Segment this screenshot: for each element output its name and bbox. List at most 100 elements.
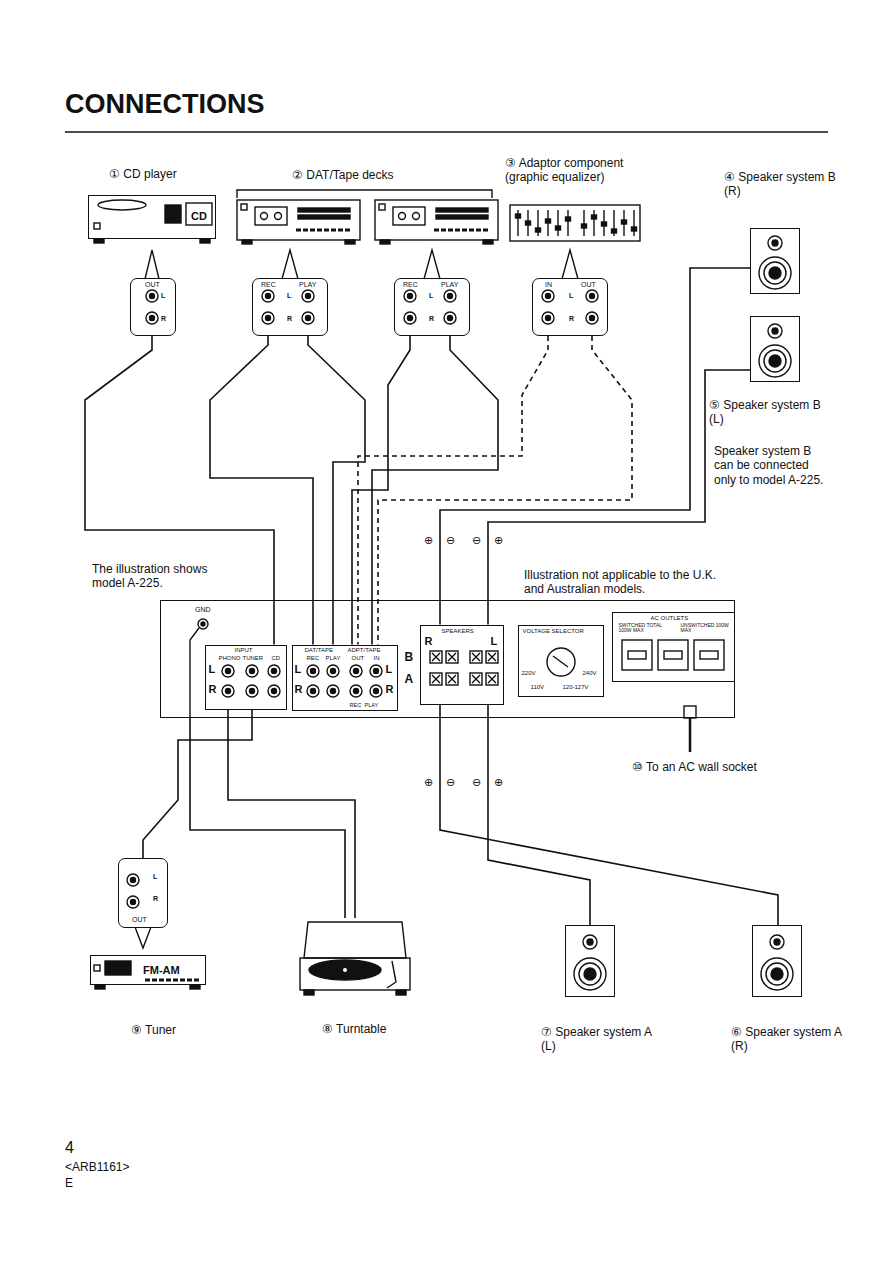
turntable-drawing bbox=[300, 958, 410, 990]
rca-jack bbox=[268, 685, 280, 697]
note-text: <ARB1161> bbox=[65, 1160, 130, 1174]
rca-jack bbox=[272, 669, 277, 674]
title-rule bbox=[65, 131, 828, 133]
speaker-terminal bbox=[486, 651, 498, 663]
cd-player-drawing bbox=[186, 203, 212, 225]
rca-jack bbox=[331, 669, 336, 674]
amplifier-detail bbox=[689, 718, 692, 752]
note-text: ② DAT/Tape decks bbox=[292, 168, 393, 182]
cable bbox=[85, 268, 778, 925]
speaker-drawing bbox=[574, 958, 606, 990]
callout-label: ⑧ Turntable bbox=[322, 1023, 386, 1037]
rca-jack bbox=[311, 689, 316, 694]
jack-label: PLAY bbox=[299, 281, 316, 289]
jack-panel: OUTLR bbox=[130, 278, 176, 336]
rca-jack bbox=[404, 312, 416, 324]
cable bbox=[358, 336, 548, 645]
polarity-sign: ⊖ bbox=[446, 776, 455, 789]
jack-label: OUT bbox=[145, 281, 160, 289]
graphic-equalizer bbox=[602, 222, 607, 226]
rca-jack bbox=[127, 290, 598, 908]
speaker-drawing bbox=[761, 958, 793, 990]
speaker-terminal bbox=[470, 651, 482, 663]
cd-player: ① CD playerCD bbox=[88, 195, 216, 239]
tuner-drawing bbox=[145, 979, 200, 982]
rca-jack bbox=[127, 896, 139, 908]
jack-label: R bbox=[287, 315, 292, 323]
turntable-drawing bbox=[300, 922, 410, 995]
speaker-terminals: SPEAKERSRLBA bbox=[420, 625, 504, 705]
rca-jack bbox=[586, 312, 598, 324]
rca-jack bbox=[246, 665, 258, 677]
turntable-drawing bbox=[343, 968, 347, 972]
polarity-sign: ⊖ bbox=[446, 534, 455, 547]
cable bbox=[440, 268, 750, 625]
speaker-terminal bbox=[488, 675, 496, 683]
amplifier-detail bbox=[190, 619, 696, 752]
cable bbox=[143, 710, 252, 859]
jack-label: REC bbox=[307, 655, 320, 662]
cable bbox=[440, 705, 778, 926]
cd-player-drawing bbox=[94, 239, 104, 243]
balloon-pointer bbox=[145, 250, 159, 279]
jack-label: IN bbox=[545, 281, 552, 289]
speaker-drawing bbox=[579, 963, 601, 985]
speaker-terminal bbox=[430, 651, 442, 663]
jack-label: DAT/TAPE bbox=[305, 647, 333, 654]
speaker-terminal bbox=[470, 673, 482, 685]
speaker-box: ⑦ Speaker system A (L) bbox=[565, 925, 615, 997]
speaker-terminal bbox=[446, 673, 458, 685]
jack-label: OUT bbox=[132, 916, 147, 924]
speaker-drawing bbox=[584, 968, 596, 980]
turntable-drawing bbox=[304, 990, 314, 995]
rca-jack bbox=[150, 316, 155, 321]
cable bbox=[210, 336, 313, 645]
turntable-drawing bbox=[304, 922, 406, 958]
rca-jack bbox=[250, 669, 255, 674]
graphic-equalizer bbox=[536, 228, 541, 232]
rca-jack bbox=[542, 312, 554, 324]
callout-label: A bbox=[405, 673, 414, 687]
speaker-drawing bbox=[772, 240, 778, 246]
callout-label: ④ Speaker system B (R) bbox=[724, 171, 844, 199]
note-text: E bbox=[65, 1176, 73, 1190]
rca-jack bbox=[146, 312, 158, 324]
speaker-box: ⑤ Speaker system B (L) bbox=[750, 316, 800, 382]
jack-label: PLAY bbox=[441, 281, 458, 289]
graphic-equalizer bbox=[622, 220, 627, 224]
bracket bbox=[237, 190, 492, 198]
rca-jack bbox=[226, 669, 231, 674]
ac-outlet bbox=[628, 651, 646, 659]
jack-label: IN bbox=[374, 655, 380, 662]
speaker-drawing bbox=[583, 935, 597, 949]
jack-label: L bbox=[491, 635, 498, 648]
rca-jack bbox=[311, 669, 316, 674]
jack-label: REC bbox=[350, 702, 362, 708]
polarity-sign: ⊕ bbox=[424, 534, 433, 547]
jack-label: PLAY bbox=[326, 655, 341, 662]
cable bbox=[378, 336, 632, 645]
polarity-sign: ⊖ bbox=[472, 534, 481, 547]
polarity-sign: ⊕ bbox=[424, 776, 433, 789]
note-text: The illustration shows model A-225. bbox=[92, 562, 217, 591]
rca-jack bbox=[331, 689, 336, 694]
jack-label: OUT bbox=[581, 281, 596, 289]
note-text: Illustration not applicable to the U.K. … bbox=[524, 568, 739, 597]
rca-jack bbox=[307, 685, 319, 697]
rca-jack bbox=[350, 665, 362, 677]
tuner-drawing bbox=[105, 961, 131, 975]
graphic-equalizer bbox=[612, 229, 617, 233]
turntable: ⑧ Turntable bbox=[300, 918, 410, 1000]
jack-label: R bbox=[425, 635, 433, 648]
polarity-sign: ⊕ bbox=[494, 534, 503, 547]
jack-label: 110V bbox=[531, 684, 545, 691]
graphic-equalizer bbox=[510, 205, 640, 241]
tape-deck bbox=[237, 200, 360, 244]
polarity-sign: ⊖ bbox=[472, 776, 481, 789]
graphic-equalizer bbox=[592, 215, 597, 219]
note-text: Speaker system B can be connected only t… bbox=[714, 444, 826, 487]
jack-label: L bbox=[295, 663, 302, 676]
jack-label: R bbox=[569, 315, 574, 323]
jack-label: R bbox=[161, 315, 166, 323]
